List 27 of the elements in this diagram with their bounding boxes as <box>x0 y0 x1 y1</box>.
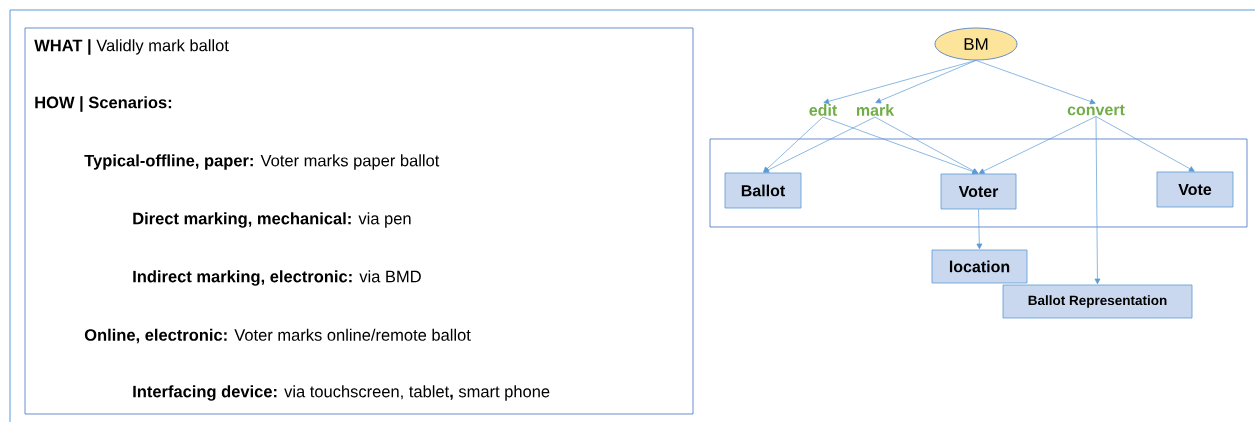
arrow <box>975 60 1096 105</box>
verb-label: convert <box>1067 104 1125 116</box>
arrow <box>874 116 979 174</box>
text-line: Typical-offline, paper: Voter marks paper ballot <box>84 154 440 170</box>
entity-box: Voter <box>940 173 1017 210</box>
arrow <box>875 60 977 104</box>
text-line: Online, electronic: Voter marks online/remote ballot <box>84 328 471 344</box>
entity-box: Ballot <box>724 172 802 209</box>
text-line: Interfacing device: via touchscreen, tablet, smart phone <box>133 385 550 401</box>
group-frame <box>709 138 1248 228</box>
arrow <box>823 60 977 105</box>
text-panel <box>24 27 694 415</box>
arrow <box>1094 116 1101 285</box>
arrow <box>763 116 876 173</box>
arrow <box>763 116 824 173</box>
entity-box: location <box>931 249 1028 284</box>
text-line: Indirect marking, electronic: via BMD <box>133 270 421 286</box>
entity-box: Vote <box>1156 171 1234 208</box>
verb-label: edit <box>809 104 838 116</box>
arrow <box>978 116 1097 174</box>
text-line: Direct marking, mechanical: via pen <box>133 212 411 228</box>
arrow <box>976 209 983 250</box>
arrow <box>1095 116 1195 172</box>
text-line: WHAT | Validly mark ballot <box>34 39 229 55</box>
verb-label: mark <box>856 104 895 116</box>
entity-box: Ballot Representation <box>1002 284 1193 319</box>
text-line: HOW | Scenarios: <box>35 96 172 112</box>
